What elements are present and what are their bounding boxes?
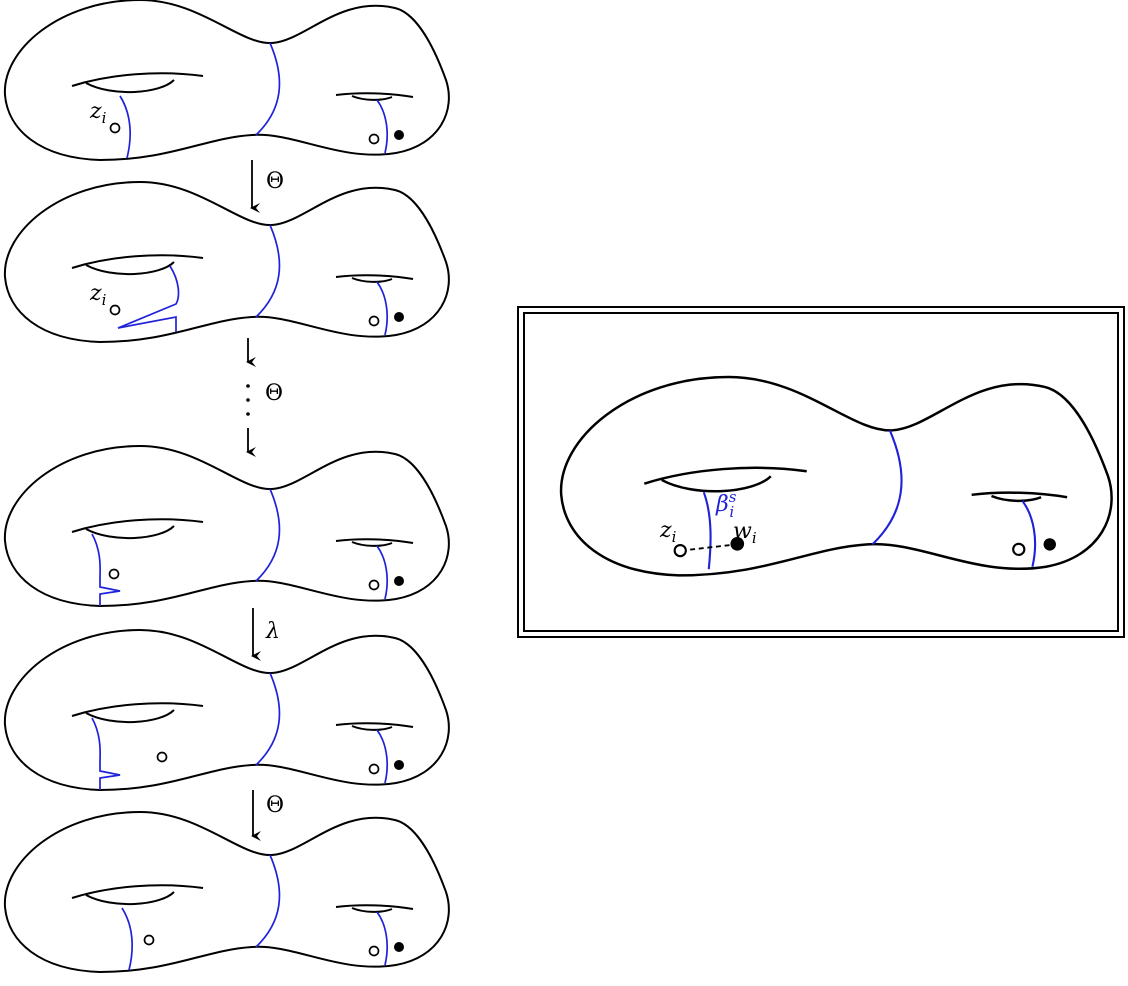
- z-point-1: [109, 122, 121, 134]
- arrow-theta-dotted: [246, 338, 256, 457]
- inset-surface: [559, 375, 1113, 577]
- z-point-4: [156, 751, 168, 763]
- z-label-1: zi: [89, 99, 107, 127]
- surface-1: zi: [3, 0, 450, 161]
- z-point-2: [109, 304, 121, 316]
- theta-label-1: Θ: [266, 169, 284, 194]
- beta-curve-4: [91, 717, 121, 790]
- surface-4: [3, 629, 450, 791]
- z-point-5: [143, 934, 155, 946]
- inset-z-label: zi: [659, 518, 677, 546]
- inset-w-label: wi: [733, 519, 757, 547]
- beta-curve-2: [117, 265, 180, 332]
- surface-2: zi: [3, 181, 450, 343]
- inset-dashed-connector: [681, 543, 737, 552]
- beta-curve-1: [119, 95, 131, 159]
- inset-z-point: [673, 543, 687, 558]
- theta-label-3: Θ: [266, 793, 284, 818]
- inset-w-point: [730, 536, 745, 551]
- z-label-2: zi: [89, 281, 107, 309]
- z-point-3: [108, 568, 120, 580]
- surface-5: [3, 811, 450, 973]
- inset-beta-curve: [702, 491, 712, 570]
- inset-frame-inner: [523, 312, 1119, 632]
- beta-curve-5: [121, 907, 133, 971]
- theta-label-2: Θ: [265, 381, 283, 406]
- surface-3: [3, 445, 450, 607]
- inset-frame-outer: [517, 306, 1125, 638]
- beta-curve-3: [91, 533, 121, 606]
- lambda-label: λ: [265, 619, 280, 644]
